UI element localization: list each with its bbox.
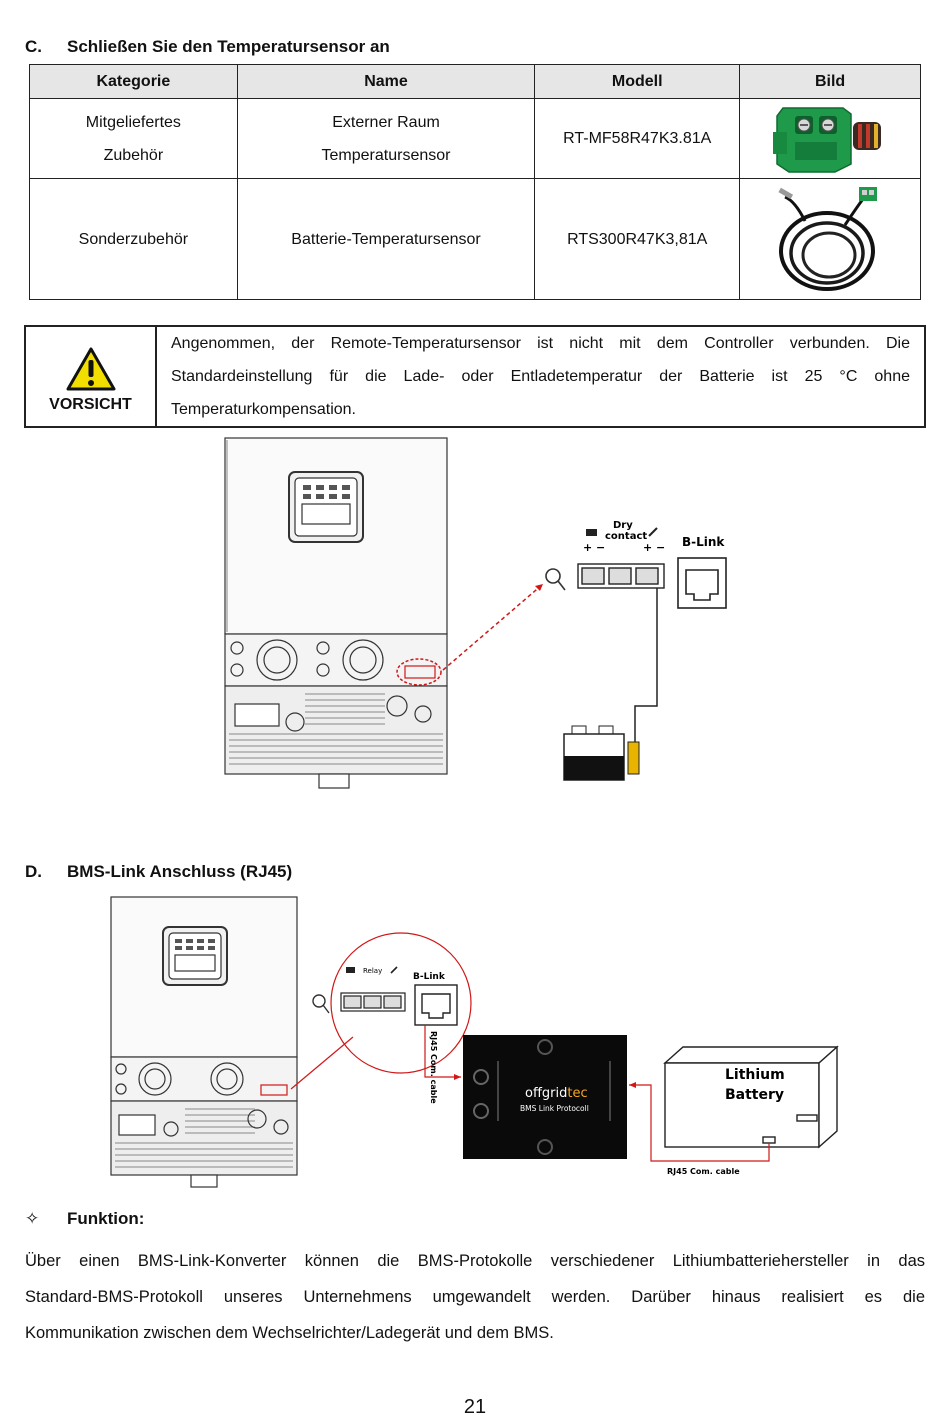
accessories-table: Kategorie Name Modell Bild Mitgelieferte…	[29, 64, 921, 300]
svg-text:offgridtec: offgridtec	[525, 1086, 588, 1101]
row2-image	[739, 178, 921, 300]
sensor-terminal-sign: + −	[643, 541, 665, 554]
row1-model: RT-MF58R47K3.81A	[534, 98, 741, 179]
callout-line	[290, 1036, 354, 1090]
converter-subtitle: BMS Link Protocoll	[520, 1104, 589, 1113]
inverter-drawing	[224, 437, 448, 789]
warning-triangle-icon	[66, 347, 115, 390]
rj45-port	[414, 984, 458, 1026]
header-name: Name	[236, 64, 536, 99]
converter-brand-b: tec	[567, 1086, 587, 1101]
cable-sensor-image	[778, 187, 878, 291]
sensor-symbol-icon	[648, 527, 658, 537]
header-image: Bild	[739, 64, 921, 99]
b-link-label: B-Link	[413, 972, 446, 982]
caution-icon-cell: VORSICHT	[24, 325, 157, 428]
header-category: Kategorie	[29, 64, 238, 99]
magnifier-icon	[545, 568, 566, 591]
row2-category: Sonderzubehör	[29, 178, 238, 300]
rj45-cable-bottom-label: RJ45 Com. cable	[667, 1167, 740, 1176]
battery-symbol-icon	[586, 529, 597, 536]
magnifier-icon	[312, 994, 330, 1014]
function-text: Über einen BMS-Link-Konverter können die…	[25, 1252, 925, 1342]
row2-model: RTS300R47K3,81A	[534, 178, 741, 300]
battery-symbol-icon	[346, 967, 355, 973]
temperature-sensor-diagram: Dry contact + − + − B-Link	[224, 437, 727, 789]
section-d-heading: D. BMS-Link Anschluss (RJ45)	[25, 862, 525, 884]
row2-name: Batterie-Temperatursensor	[236, 178, 536, 300]
terminal-block-image	[773, 106, 882, 173]
section-c-heading: C. Schließen Sie den Temperatursensor an	[25, 37, 525, 59]
terminal-strip	[577, 563, 665, 589]
rj45-cable-vertical-label: RJ45 Com. cable	[429, 1031, 438, 1104]
caution-box: VORSICHT Angenommen, der Remote-Temperat…	[24, 325, 926, 428]
sensor-symbol-icon	[390, 966, 398, 974]
callout-circle	[330, 932, 472, 1074]
table-row: Mitgeliefertes Zubehör Externer Raum Tem…	[29, 98, 921, 179]
row1-category: Mitgeliefertes Zubehör	[29, 98, 238, 179]
battery-terminal-sign: + −	[583, 541, 605, 554]
caution-title: VORSICHT	[49, 395, 132, 413]
relay-label: Relay	[363, 967, 382, 975]
page-number: 21	[463, 1396, 487, 1418]
converter-brand-a: offgrid	[525, 1086, 567, 1101]
callout-arrow	[442, 583, 544, 671]
bms-link-converter: offgridtec BMS Link Protocoll	[463, 1035, 627, 1159]
table-row: Sonderzubehör Batterie-Temperatursensor …	[29, 178, 921, 300]
dry-label: Dry	[613, 520, 633, 531]
battery-label-line1: Lithium	[725, 1067, 785, 1083]
table-header-row: Kategorie Name Modell Bild	[29, 64, 921, 99]
sensor-wire	[634, 588, 658, 742]
rj45-cable-top	[424, 1025, 461, 1078]
section-d-label: D.	[25, 862, 42, 881]
function-title: Funktion:	[67, 1209, 145, 1228]
lithium-battery-drawing	[663, 1045, 839, 1149]
contact-label: contact	[605, 531, 647, 542]
rj45-cable-bottom	[629, 1084, 770, 1162]
caution-text: Angenommen, der Remote-Temperatursensor …	[155, 325, 926, 428]
terminal-strip	[340, 992, 406, 1012]
row1-image	[739, 98, 921, 179]
section-c-label: C.	[25, 37, 42, 56]
function-heading: ✧ Funktion:	[25, 1209, 325, 1231]
row1-name: Externer Raum Temperatursensor	[236, 98, 536, 179]
inverter-drawing	[110, 896, 298, 1188]
temperature-probe	[627, 741, 640, 775]
rj45-port	[677, 557, 727, 609]
battery-label-line2: Battery	[725, 1087, 784, 1103]
bms-link-diagram: Relay B-Link RJ45 Com. cable offgridtec …	[110, 896, 839, 1188]
section-d-title: BMS-Link Anschluss (RJ45)	[67, 862, 293, 881]
diamond-bullet-icon: ✧	[25, 1209, 40, 1228]
section-c-title: Schließen Sie den Temperatursensor an	[67, 37, 390, 56]
battery-drawing	[563, 725, 625, 781]
b-link-label: B-Link	[682, 535, 725, 549]
header-model: Modell	[534, 64, 741, 99]
